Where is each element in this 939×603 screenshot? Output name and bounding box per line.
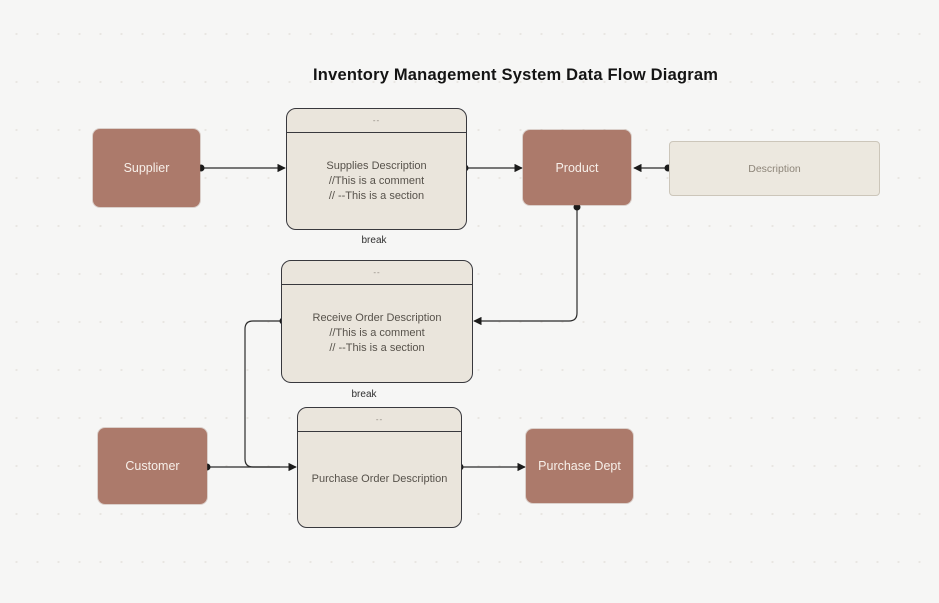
- break-label: break: [351, 389, 377, 400]
- break-label: break: [361, 235, 387, 246]
- node-customer[interactable]: Customer: [98, 428, 207, 504]
- process-body: Purchase Order Description: [298, 432, 461, 527]
- node-description-label: Description: [748, 162, 801, 175]
- edge-description-to-product: [633, 163, 672, 173]
- node-product[interactable]: Product: [523, 130, 631, 205]
- process-header: --: [287, 109, 466, 133]
- process-body: Receive Order Description //This is a co…: [282, 285, 472, 382]
- edge-supplier-to-supplies: [197, 163, 286, 173]
- process-header-text: --: [372, 116, 381, 125]
- node-description[interactable]: Description: [669, 141, 880, 196]
- process-header: --: [282, 261, 472, 285]
- node-supplier-label: Supplier: [123, 161, 170, 175]
- diagram-title: Inventory Management System Data Flow Di…: [313, 66, 719, 84]
- node-customer-label: Customer: [125, 459, 180, 473]
- process-line: // --This is a section: [329, 342, 425, 354]
- edge-customer-to-purchase-order: [203, 462, 297, 472]
- process-line: //This is a comment: [329, 327, 425, 339]
- process-line: // --This is a section: [328, 189, 425, 202]
- node-purchase-dept[interactable]: Purchase Dept: [526, 429, 633, 503]
- node-receive-order-process[interactable]: -- Receive Order Description //This is a…: [281, 260, 473, 383]
- process-header: --: [298, 408, 461, 432]
- process-body: Supplies Description //This is a comment…: [287, 133, 466, 229]
- node-supplies-process[interactable]: -- Supplies Description //This is a comm…: [286, 108, 467, 230]
- edge-product-to-receive-order: [473, 203, 581, 326]
- node-supplier[interactable]: Supplier: [93, 129, 200, 207]
- process-line: Receive Order Description: [312, 312, 442, 324]
- node-purchase-dept-label: Purchase Dept: [538, 459, 621, 473]
- process-header-text: --: [375, 415, 384, 424]
- edge-purchase-order-to-purchase-dept: [456, 462, 526, 472]
- process-line: //This is a comment: [328, 174, 425, 187]
- node-product-label: Product: [555, 160, 599, 175]
- process-line: Purchase Order Description: [311, 473, 448, 485]
- edge-supplies-to-product: [461, 163, 523, 173]
- process-line: Supplies Description: [326, 159, 427, 172]
- node-purchase-order-process[interactable]: -- Purchase Order Description: [297, 407, 462, 528]
- process-header-text: --: [373, 268, 381, 277]
